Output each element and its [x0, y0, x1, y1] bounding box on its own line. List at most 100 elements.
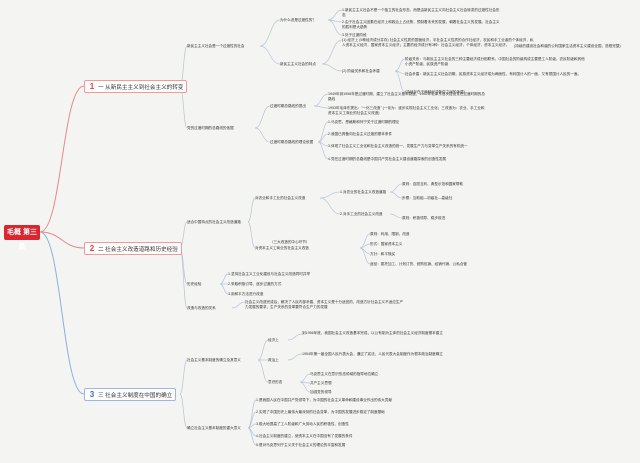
connector-line [179, 247, 188, 309]
leaf-agri-path: 1.对农业的社会主义改造道路 [340, 190, 387, 194]
connector-line [287, 333, 303, 341]
branch-transformation-path[interactable]: 适合中国特点的社会主义改造道路 [187, 220, 241, 224]
connector-line [319, 191, 341, 199]
connector-line [179, 359, 188, 395]
connector-line [39, 231, 85, 249]
leaf-class-relations: (2) 阶级关系和社会矛盾 [342, 69, 380, 73]
branch-historical-experience[interactable]: 历史经验 [187, 282, 202, 286]
leaf-proposal-1: 1949年到1956年是过渡时期，建立了社会主义基本制度，1952年毛泽东首次提… [328, 92, 485, 101]
branch-transitional-society[interactable]: 新民主主义社会是一个过渡性的社会 [187, 44, 245, 48]
leaf-significance-1: 1.是我国人民在中国共产党领导下，为中国的社会主义革命和建设事业作出的伟大贡献 [256, 398, 392, 402]
leaf-basis-1: 1.马克思、恩格斯和列宁关于过渡时期的理论 [328, 120, 400, 124]
leaf-proposal-2: 1953年毛泽东提出："一化三改造" (一化为：逐步实现社会主义工业化；三改造为… [328, 106, 485, 115]
connector-line [247, 427, 257, 446]
connector-line [231, 301, 246, 309]
node-political[interactable]: 政治上 [268, 358, 279, 362]
leaf-agri-principle: 原则：自愿互利、典型示范和国家帮助 [402, 182, 464, 186]
leaf-ideology-2: 共产主义思想 [310, 381, 332, 385]
section-1-title: 一 从新民主主义到社会主义的转变 [98, 85, 184, 91]
leaf-commerce-policy: 方针：和平赎买 [370, 252, 396, 256]
leaf-experience-3: 3.用和平方法进行改造 [228, 292, 264, 296]
connector-line [219, 283, 229, 295]
leaf-contradiction-note: (持续存在于两种经济条件之间的矛盾) [405, 90, 465, 94]
node-economic[interactable]: 经济上 [268, 338, 279, 342]
root-topic[interactable]: 毛概 第三章 [4, 225, 40, 251]
leaf-basis-4: 4.党在过渡时期的总路线是中国共产党社会主义建设道路探索的创造性发展 [328, 157, 446, 161]
leaf-experience-1: 1.坚持社会主义工业化建设与社会主义改造同时并举 [228, 272, 311, 276]
leaf-significance-2: 2.实现了中国历史上最伟大最深刻的社会变革，为中国的发展进步奠定了制度基础 [256, 410, 385, 414]
leaf-why-3: 3.处于过渡阶段 [342, 33, 367, 37]
leaf-commerce-approach: 途径：委托加工、计划订货、统购包销、经销代销、公私合营 [370, 262, 468, 266]
connector-line [313, 93, 329, 107]
leaf-handicraft: 2.对手工业的社会主义改造 [340, 212, 383, 216]
connector-line [321, 63, 343, 72]
leaf-significance-4: 4.社会主义制度的建立，使资本主义在中国没有了发展的条件 [256, 434, 353, 438]
connector-line [259, 19, 281, 47]
branch-general-line-basis[interactable]: 党的过渡时期的总路线的依据 [187, 126, 234, 130]
leaf-significance-3: 3.极大地提高了工人阶级和广大劳动人民的积极性、创造性 [256, 422, 349, 426]
connector-line [254, 127, 271, 143]
leaf-significance-5: 5.是对马克思列宁主义关于社会主义的理论的丰富和发展 [256, 443, 346, 447]
leaf-experience-2: 2.采取积极引导、逐步过渡的方式 [228, 282, 282, 286]
node-capitalist-commerce[interactable]: 对资本主义工商业的社会主义改造 [255, 246, 309, 250]
connector-line [179, 393, 188, 429]
connector-line [313, 105, 329, 109]
connector-line [321, 39, 343, 65]
leaf-economy: (1) 经济上 (5种经济成分并存) 社会主义性质的国营经济，半社会主义性质的合… [342, 38, 534, 47]
section-2-number: 2 [89, 244, 95, 253]
connector-line [247, 197, 256, 223]
connector-line [299, 373, 311, 383]
leaf-agri-steps: 步骤：互助组—初级社—高级社 [402, 196, 453, 200]
connector-line [39, 231, 85, 395]
leaf-reform-relation: 社会主义改造完成后，解决了人民内部矛盾、资本主义是十分适宜的，改造方针社会主义不… [245, 300, 404, 309]
node-ideology[interactable]: 意识形态 [268, 380, 283, 384]
connector-line [219, 273, 229, 285]
leaf-handicraft-principle: 原则：积极领导、稳步前进 [402, 216, 446, 220]
section-3-number: 3 [89, 390, 95, 399]
connector-line [394, 70, 406, 93]
connector-line [254, 105, 271, 129]
connector-line [394, 70, 406, 75]
connector-line [247, 399, 257, 429]
leaf-commerce-principle: 原则：利用、限制、改造 [370, 232, 410, 236]
leaf-political: 1954年第一届全国人民代表大会，通过了宪法，人民代表大会制度作为根本政治制度确… [302, 352, 443, 356]
node-why-transitional[interactable]: 为什么说是过渡性的？ [280, 18, 316, 22]
leaf-why-2: 2.由于社会主义因素在经济上和政治上占优势，预制着未来的发展，朝着社会主义的发展… [342, 20, 500, 29]
connector-line [327, 9, 343, 21]
leaf-ideology-3: 加强党的领导 [310, 390, 332, 394]
connector-line [319, 197, 341, 215]
section-3-title: 三 社会主义制度在中国的确立 [98, 393, 173, 399]
node-society-features[interactable]: 新民主主义社会的特点 [280, 62, 316, 66]
section-2-title: 二 社会主义改造道路和历史经验 [98, 247, 178, 253]
branch-significance[interactable]: 确立社会主义基本制度的重大意义 [187, 426, 241, 430]
leaf-central-link: （三大改造的中心环节） [270, 240, 310, 244]
connector-line [257, 359, 269, 383]
section-1-number: 1 [89, 82, 95, 91]
leaf-basis-2: 2.我国已具备向社会主义过渡的基本条件 [328, 132, 393, 136]
leaf-why-1: 1.新民主主义社会不是一个独立的社会形态，而是由新民主主义向社会主义社会转变的过… [342, 8, 500, 17]
branch-system-establishment[interactable]: 社会主义基本制度的确立及其意义 [187, 358, 241, 362]
connector-line [247, 221, 256, 249]
leaf-ideology-1: 马克思主义在意识形态领域的指导地位确立 [310, 372, 379, 376]
branch-reform-relation[interactable]: 改造与改造的关系 [187, 306, 216, 310]
connector-line [299, 381, 311, 393]
node-agri-handicraft[interactable]: 对农业和手工业的社会主义改造 [255, 196, 306, 200]
connector-line [389, 213, 403, 219]
leaf-economic: 到1956年底，我国社会主义改造基本完成，以公有制为主体的社会主义经济制度基本建… [302, 331, 443, 335]
connector-line [394, 58, 406, 72]
connector-line [359, 247, 371, 265]
connector-line [389, 183, 403, 193]
connector-line [317, 121, 329, 143]
connector-line [259, 45, 281, 65]
connector-line [257, 339, 269, 361]
leaf-basis-3: 3.体现了社会主义工业化和社会主义改造的统一，发展生产力与变革生产关系的有机统一 [328, 144, 468, 148]
leaf-social-contradiction: 社会矛盾：新民主主义社会初期，民族资本主义经济成为两面性，有利国计人的一面，又有… [405, 72, 582, 76]
node-theoretical-basis[interactable]: 过渡时期总路线的理论依据 [270, 140, 314, 144]
node-general-line-proposal[interactable]: 过渡时期总路线的提出 [270, 104, 306, 108]
connector-line [287, 353, 303, 361]
